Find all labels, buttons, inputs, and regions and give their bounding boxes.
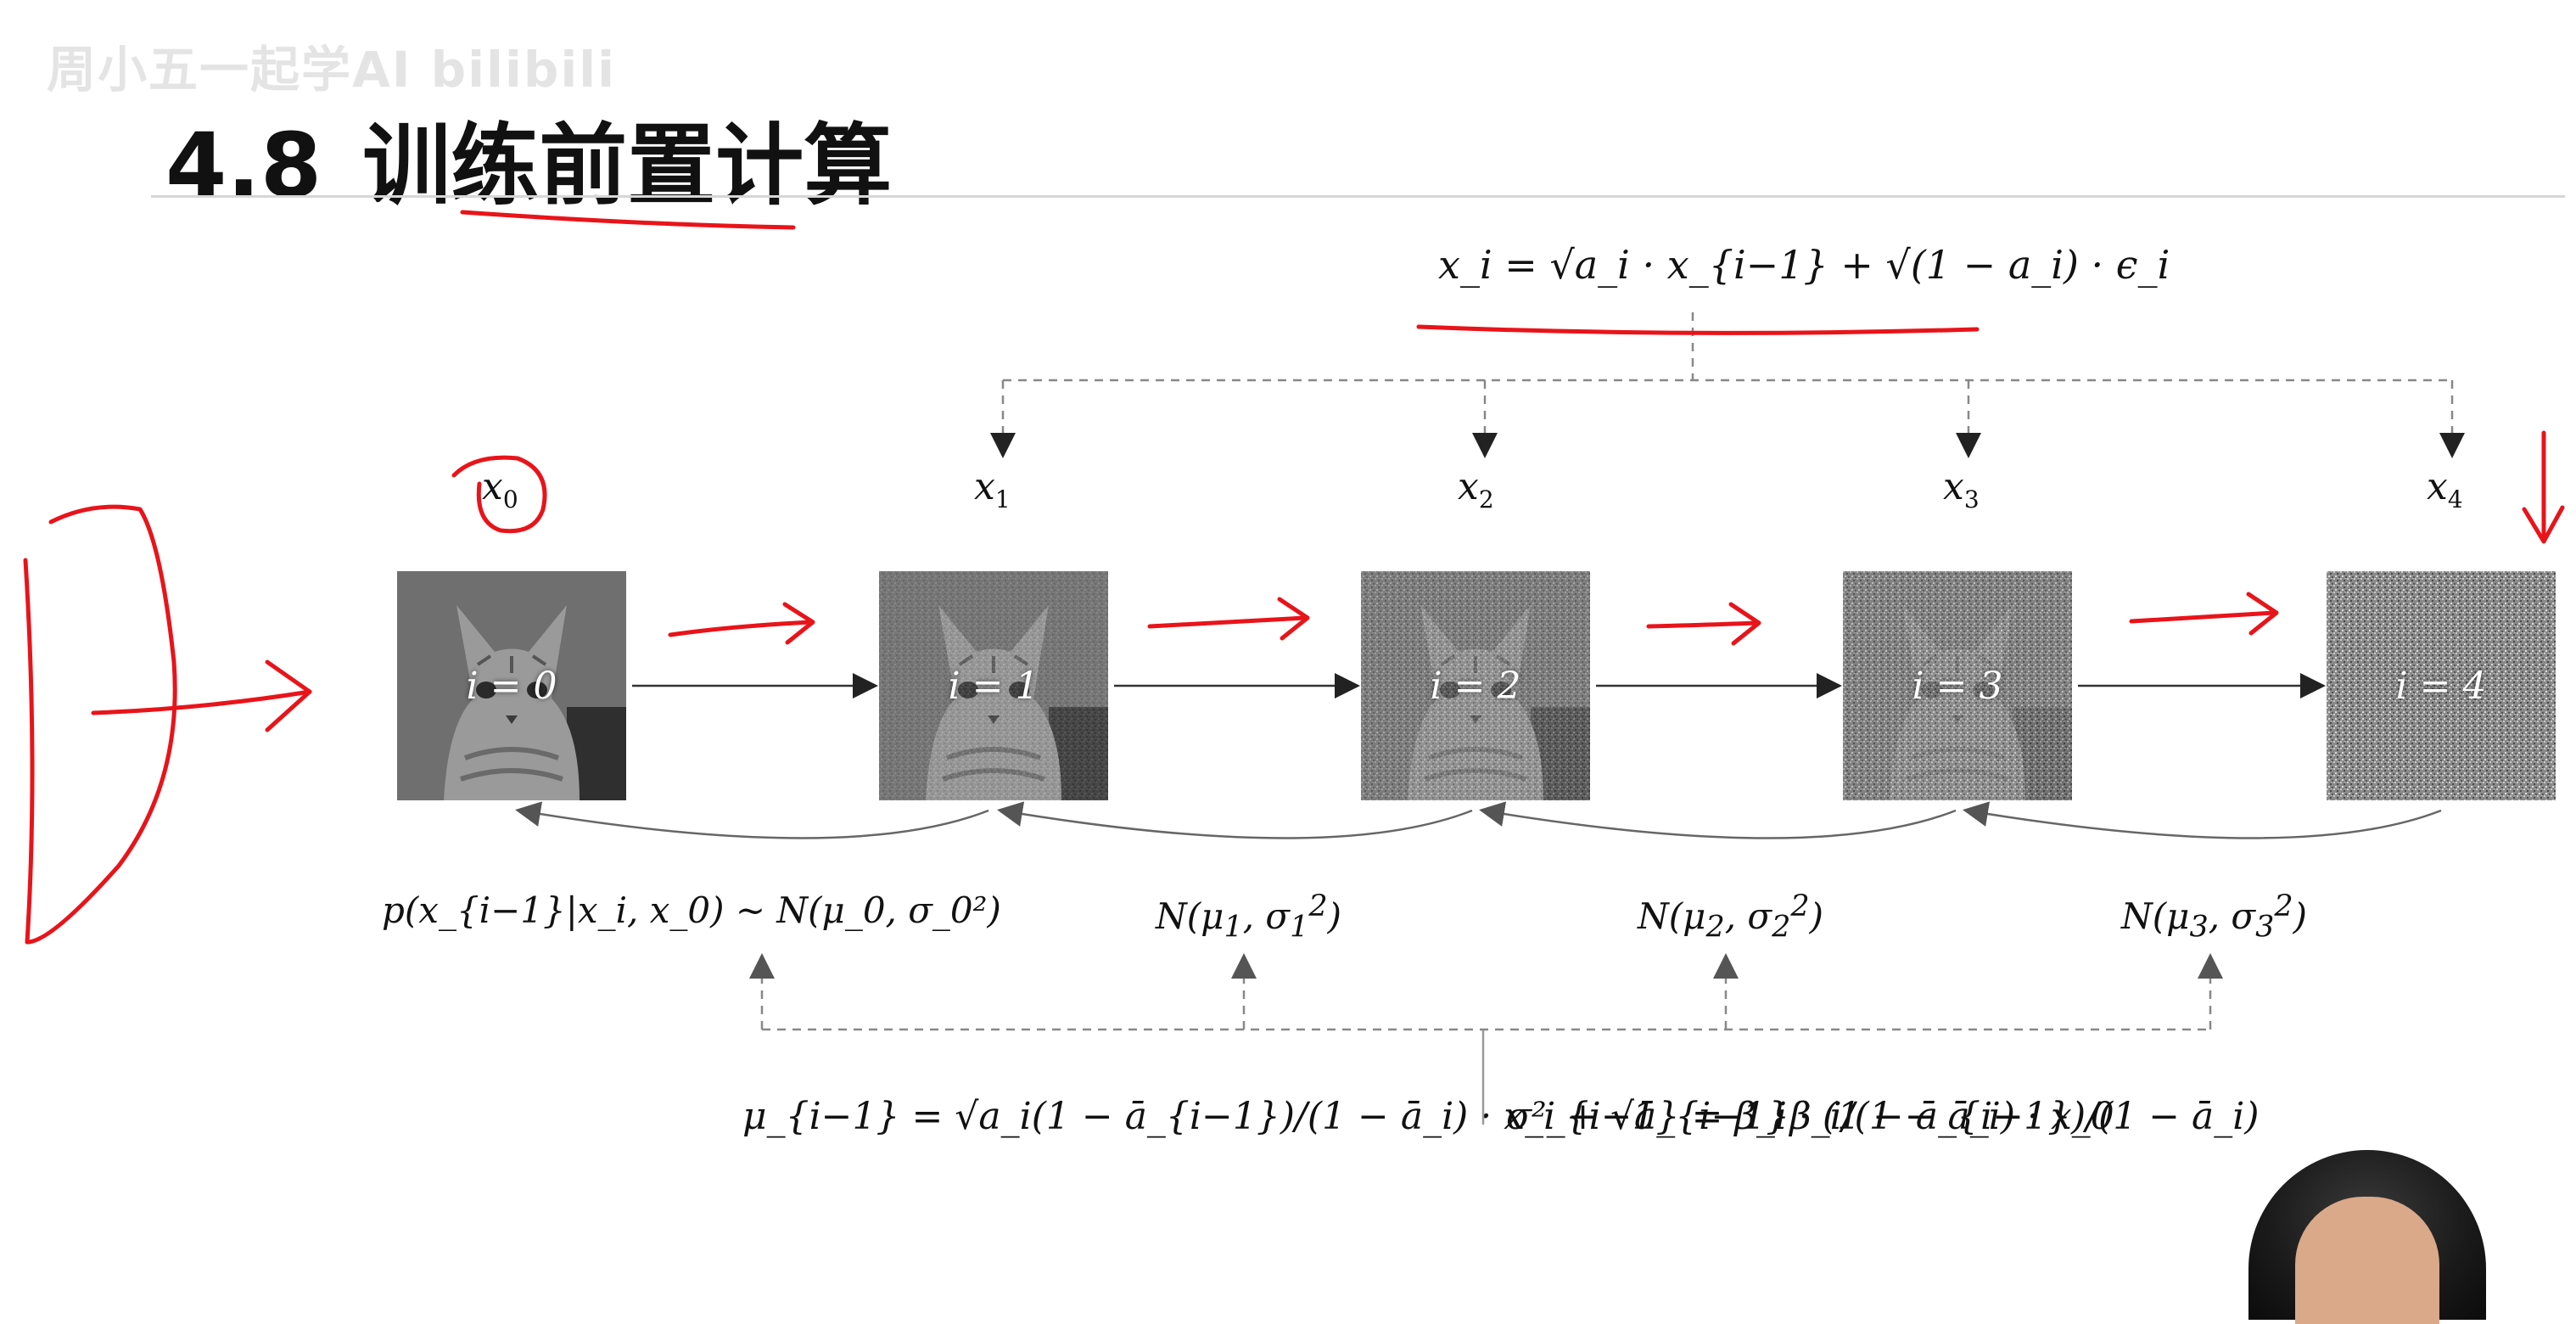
stage-label-4: i = 4 — [2395, 664, 2487, 708]
top-dashed-distributor — [990, 312, 2465, 458]
diagram-connectors — [23, 210, 2565, 1125]
cat-image-icon — [879, 571, 1108, 800]
stage-image-0: i = 0 — [397, 571, 626, 800]
cat-image-icon — [1361, 571, 1590, 800]
cat-image-icon — [1843, 571, 2072, 800]
posterior-label: p(x_{i−1}|x_i, x_0) ~ N(μ_0, σ_0²) — [382, 889, 1001, 931]
noise-image-icon — [2327, 571, 2556, 800]
stage-var-3: x3 — [1943, 465, 1980, 513]
mu-formula: μ_{i−1} = √a_i(1 − ā_{i−1})/(1 − ā_i) · … — [742, 1095, 2114, 1138]
stage-var-1: x1 — [974, 465, 1011, 513]
left-bracket — [23, 504, 177, 945]
stage-image-3: i = 3 — [1843, 571, 2072, 800]
formula-underline — [1416, 324, 1980, 335]
bottom-dashed-distributor — [749, 953, 2223, 1125]
stage-var-2: x2 — [1458, 465, 1494, 513]
forward-formula-text: x_i = √a_i · x_{i−1} + √(1 − a_i) · ϵ_i — [1438, 242, 2170, 288]
stage-label-0: i = 0 — [466, 664, 557, 708]
stage-var-0: x0 — [482, 465, 518, 513]
x0-circle — [451, 455, 547, 534]
distribution-3: N(μ3, σ32) — [2121, 889, 2308, 945]
distribution-1: N(μ1, σ12) — [1156, 889, 1342, 945]
title-divider — [151, 195, 2565, 198]
stage-image-1: i = 1 — [879, 571, 1108, 800]
stage-var-4: x4 — [2427, 465, 2463, 513]
sigma-formula: σ²_{i−1} = β_i · (1 − ā_{i−1})/(1 − ā_i) — [1506, 1095, 2260, 1138]
reverse-curves — [515, 801, 2442, 839]
title-underline — [460, 210, 796, 230]
stage-image-2: i = 2 — [1361, 571, 1590, 800]
page-title: 4.8 训练前置计算 — [165, 93, 892, 222]
forward-formula: x_i = √a_i · x_{i−1} + √(1 − a_i) · ϵ_i — [1438, 242, 2170, 288]
stage-image-4: i = 4 — [2327, 571, 2556, 800]
stage-label-3: i = 3 — [1912, 664, 2003, 708]
stage-label-2: i = 2 — [1430, 664, 1521, 708]
watermark: 周小五一起学AI bilibili — [47, 41, 616, 98]
stage-label-1: i = 1 — [948, 664, 1039, 708]
section-title: 训练前置计算 — [362, 114, 893, 217]
red-annotations — [23, 210, 2565, 945]
section-number: 4.8 — [165, 114, 322, 217]
distribution-2: N(μ2, σ22) — [1638, 889, 1824, 945]
